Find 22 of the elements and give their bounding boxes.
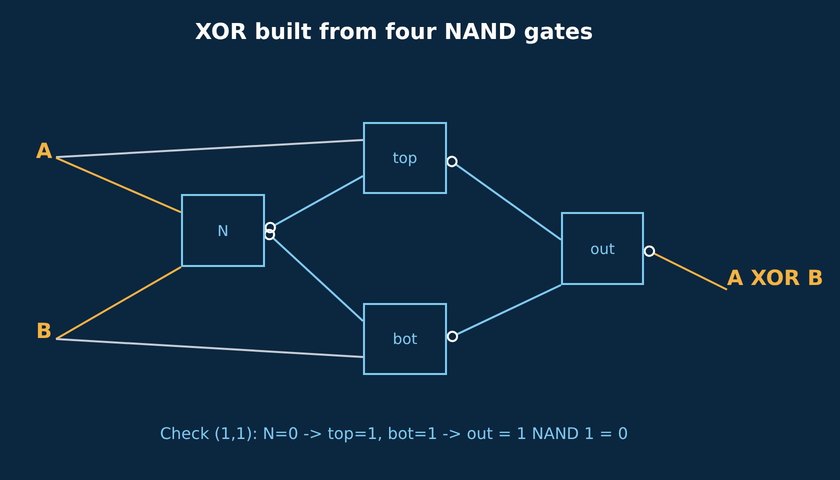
inverted-output-wire xyxy=(446,284,562,342)
nand-gate-box xyxy=(181,194,265,267)
wire xyxy=(56,266,182,340)
nand-gate-box xyxy=(363,303,447,375)
nand-gate-box xyxy=(561,212,644,285)
gate-label: top xyxy=(392,149,418,167)
gate-label: N xyxy=(217,222,229,240)
signal-label: B xyxy=(36,321,52,345)
wire xyxy=(56,139,364,158)
signal-label: A XOR B xyxy=(727,268,824,292)
wire xyxy=(56,156,182,214)
inverted-output-wire xyxy=(643,246,728,291)
diagram-title: XOR built from four NAND gates xyxy=(194,20,594,45)
nand-gate-box xyxy=(363,122,447,194)
gate-label: bot xyxy=(392,330,418,348)
inverted-output-wire xyxy=(264,228,364,322)
wire xyxy=(56,338,364,358)
gate-label: out xyxy=(590,240,615,258)
inverted-output-wire xyxy=(264,175,364,234)
inverted-output-wire xyxy=(446,156,562,241)
caption: Check (1,1): N=0 -> top=1, bot=1 -> out = 1 NAND 1 = 0 xyxy=(160,424,628,443)
signal-label: A xyxy=(36,141,52,165)
